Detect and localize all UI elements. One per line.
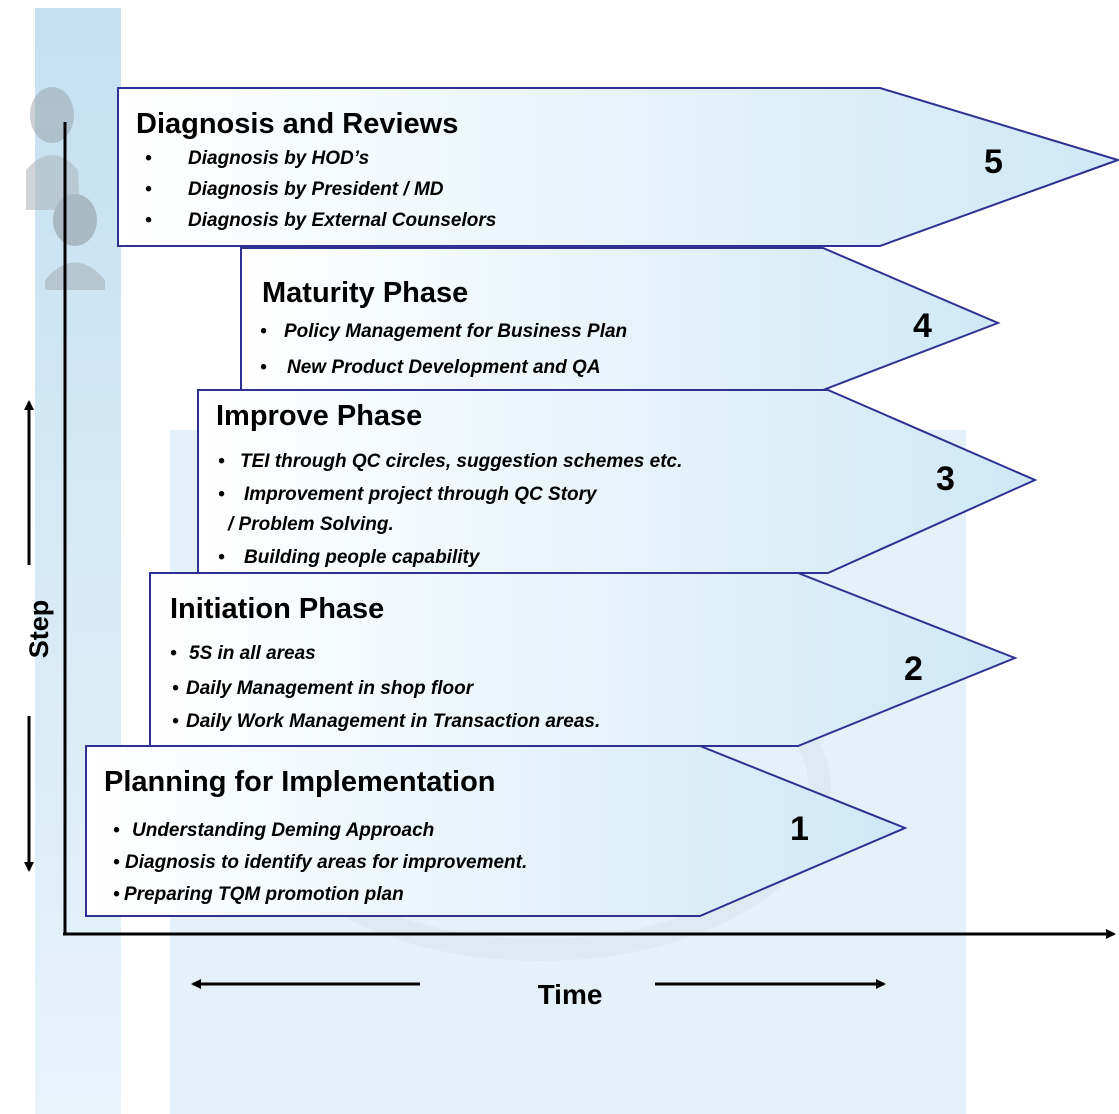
- phase-3-bullet-2: •: [218, 484, 225, 505]
- phase-2-card: Initiation Phase • 5S in all areas • Dai…: [170, 593, 923, 732]
- phase-3-item-2-cont: / Problem Solving.: [227, 514, 394, 535]
- phase-4-item-1: Policy Management for Business Plan: [284, 321, 627, 342]
- phase-3-item-1: TEI through QC circles, suggestion schem…: [240, 451, 682, 472]
- phase-3-card: Improve Phase • TEI through QC circles, …: [216, 400, 955, 568]
- phase-1-arrow-shape: [85, 745, 908, 917]
- phase-5-card: Diagnosis and Reviews • Diagnosis by HOD…: [136, 108, 1003, 231]
- phase-3-item-3: Building people capability: [244, 547, 481, 568]
- phase-2-title: Initiation Phase: [170, 593, 384, 625]
- phase-2-bullet-3: •: [172, 711, 179, 732]
- phase-2-item-3: Daily Work Management in Transaction are…: [186, 711, 600, 732]
- y-axis-label-step: Step: [24, 600, 54, 659]
- phase-1-item-2: Diagnosis to identify areas for improvem…: [125, 852, 527, 873]
- phase-5-bullet-3: •: [145, 210, 152, 231]
- phase-1-bullet-3: •: [113, 884, 120, 905]
- phase-4-bullet-2: •: [260, 357, 267, 378]
- phase-2-number: 2: [904, 650, 923, 688]
- phase-2-item-1: 5S in all areas: [189, 643, 316, 664]
- phase-5-bullet-1: •: [145, 148, 152, 169]
- phase-1-title: Planning for Implementation: [104, 766, 496, 798]
- phase-3-arrow-shape: [197, 389, 1038, 574]
- phase-5-item-3: Diagnosis by External Counselors: [188, 210, 496, 231]
- phase-1-number: 1: [790, 810, 809, 848]
- phase-5-arrow-shape: [117, 87, 1119, 247]
- phase-4-arrow-shape: [240, 247, 1001, 391]
- phase-2-bullet-1: •: [170, 643, 177, 664]
- x-axis-label-time: Time: [538, 979, 603, 1010]
- phase-3-title: Improve Phase: [216, 400, 422, 432]
- phase-1-bullet-1: •: [113, 820, 120, 841]
- phase-4-item-2: New Product Development and QA: [287, 357, 601, 378]
- phase-3-bullet-1: •: [218, 451, 225, 472]
- phase-3-item-2: Improvement project through QC Story: [244, 484, 598, 505]
- phase-1-item-1: Understanding Deming Approach: [132, 820, 434, 841]
- phase-4-card: Maturity Phase • Policy Management for B…: [260, 277, 932, 378]
- phase-2-bullet-2: •: [172, 678, 179, 699]
- phase-5-title: Diagnosis and Reviews: [136, 108, 458, 140]
- phase-3-bullet-3: •: [218, 547, 225, 568]
- phase-1-item-3: Preparing TQM promotion plan: [124, 884, 404, 905]
- phase-3-number: 3: [936, 460, 955, 498]
- phase-4-title: Maturity Phase: [262, 277, 468, 309]
- phase-1-bullet-2: •: [113, 852, 120, 873]
- phase-5-number: 5: [984, 143, 1003, 181]
- phase-5-item-2: Diagnosis by President / MD: [188, 179, 444, 200]
- phase-2-arrow-shape: [149, 572, 1018, 747]
- phase-2-item-2: Daily Management in shop floor: [186, 678, 475, 699]
- phase-5-item-1: Diagnosis by HOD’s: [188, 148, 369, 169]
- phase-5-bullet-2: •: [145, 179, 152, 200]
- phase-4-number: 4: [913, 307, 932, 345]
- phase-1-card: Planning for Implementation • Understand…: [104, 766, 809, 905]
- phase-4-bullet-1: •: [260, 321, 267, 342]
